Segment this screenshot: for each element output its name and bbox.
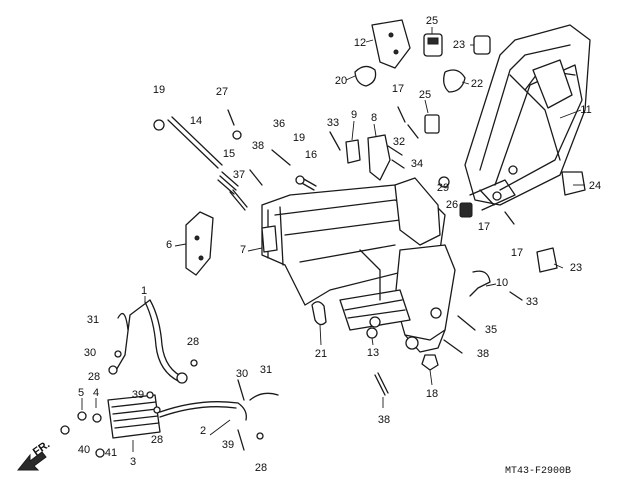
part-23-damper-top [473,35,491,55]
callout-19a: 19 [153,84,165,96]
callout-35: 35 [485,324,497,336]
part-24-damper [561,171,586,196]
callout-10: 10 [496,277,508,289]
callout-26: 26 [446,199,458,211]
callout-4: 4 [93,387,99,399]
callout-34: 34 [411,158,423,170]
part-22-relay-boot [443,69,466,93]
callout-22: 22 [471,78,483,90]
callout-21: 21 [315,348,327,360]
front-direction-arrow [16,451,47,471]
callout-1: 1 [141,285,147,297]
callout-30b: 30 [236,368,248,380]
oil-cooler-assembly [60,299,279,458]
callout-39b: 39 [222,439,234,451]
callout-39a: 39 [132,389,144,401]
callout-36: 36 [273,118,285,130]
callout-5: 5 [78,387,84,399]
callout-28b: 28 [88,371,100,383]
main-frame-drawing [261,177,456,353]
bolt-drawings [227,106,523,396]
part-15-spring [217,171,239,195]
part-21-band [311,301,327,326]
callout-11: 11 [580,104,591,116]
leader-lines [81,27,585,452]
part-10-clamp [469,270,491,297]
callout-28c: 28 [151,434,163,446]
callout-17b: 17 [478,221,490,233]
callout-28d: 28 [255,462,267,474]
callout-38b: 38 [477,348,489,360]
callout-20: 20 [335,75,347,87]
callout-16: 16 [305,149,317,161]
callout-13: 13 [367,347,379,359]
callout-30a: 30 [84,347,96,359]
callout-27: 27 [216,86,228,98]
callout-14: 14 [190,115,202,127]
callout-28a: 28 [187,336,199,348]
callout-7: 7 [240,244,246,256]
callout-8: 8 [371,112,377,124]
callout-12: 12 [354,37,366,49]
part-8-bracket [367,134,391,181]
callout-29: 29 [437,182,449,194]
rear-subframe-drawing [464,24,591,211]
callout-38a: 38 [252,140,264,152]
callout-25b: 25 [419,89,431,101]
callout-33b: 33 [526,296,538,308]
part-26-grommet [459,202,473,218]
callout-33a: 33 [327,117,339,129]
callout-15: 15 [223,148,235,160]
diagram-code: MT43-F2900B [505,466,571,477]
callout-24: 24 [589,180,601,192]
part-6-bracket [185,211,214,276]
part-25-relay-mid [424,114,440,134]
callout-23b: 23 [570,262,582,274]
callout-labels: 1 2 3 4 5 6 7 8 9 10 11 12 13 14 15 16 1… [78,15,601,474]
part-23-damper-side [536,247,558,273]
direction-label: FR. [31,438,52,458]
callout-37: 37 [233,169,245,181]
part-9-bracket [345,139,361,164]
callout-17a: 17 [392,83,404,95]
callout-31a: 31 [87,314,99,326]
callout-6: 6 [166,239,172,251]
callout-3: 3 [130,456,136,468]
callout-25a: 25 [426,15,438,27]
callout-19b: 19 [293,132,305,144]
callout-23a: 23 [453,39,465,51]
part-18-nut [421,354,439,371]
callout-40a: 40 [78,444,90,456]
callout-32: 32 [393,136,405,148]
part-12-bracket [371,19,411,69]
part-20-clip [354,65,377,87]
part-29-washer [438,176,450,188]
part-13-collar [366,327,378,339]
callout-18: 18 [426,388,438,400]
callout-9: 9 [351,109,357,121]
callout-2: 2 [200,425,206,437]
part-14-pivot-bolt [153,116,223,169]
part-25-relay-top [423,33,443,57]
callout-38c: 38 [378,414,390,426]
callout-31b: 31 [260,364,272,376]
callout-17c: 17 [511,247,523,259]
callout-40b: 41 [105,447,117,459]
